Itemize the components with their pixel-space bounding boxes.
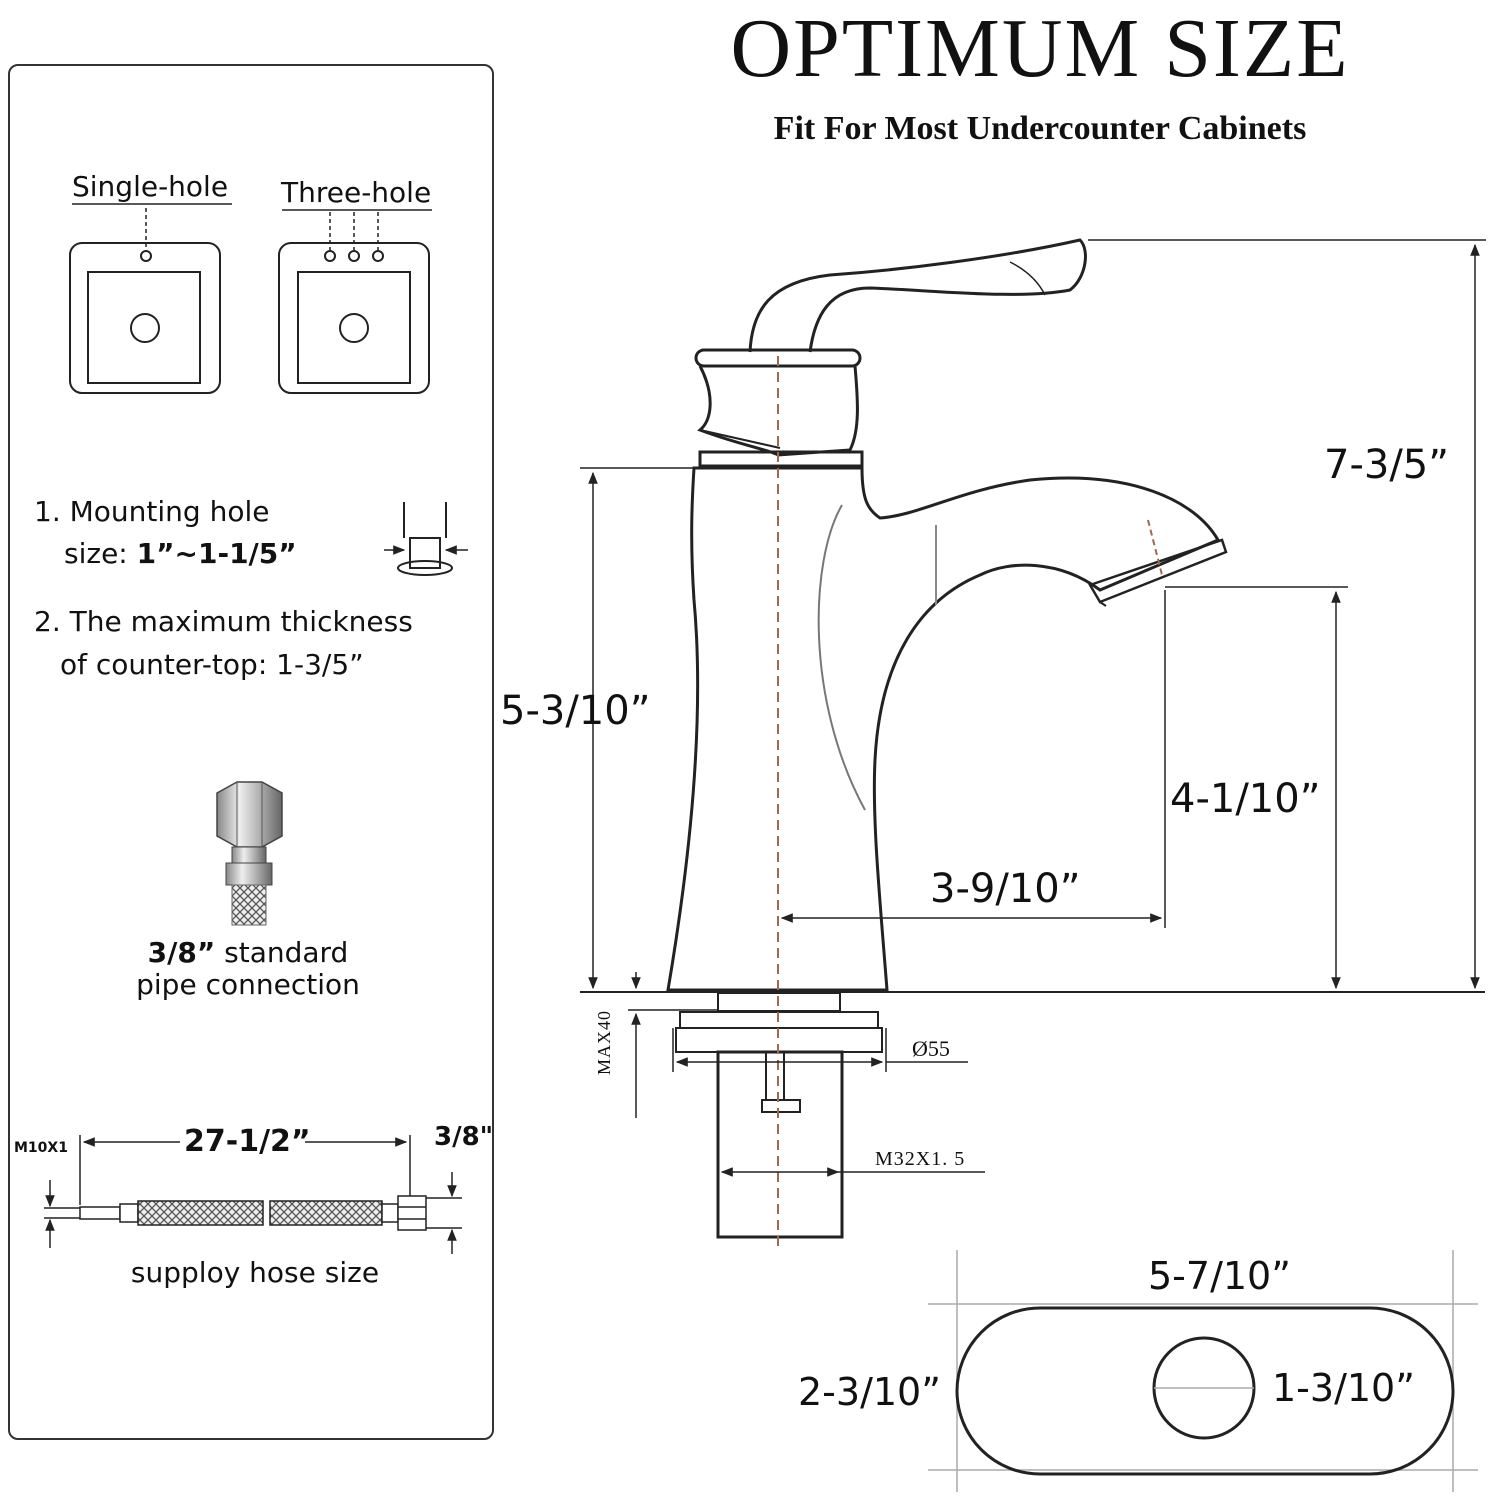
mounting-hole-icon xyxy=(384,502,468,576)
single-hole-sink-diagram xyxy=(69,203,232,394)
pipe-connector-icon xyxy=(216,781,283,926)
note-1-line-2: size: 1”~1-1/5” xyxy=(64,537,297,570)
deck-plate-diagram xyxy=(928,1250,1478,1492)
info-panel xyxy=(8,64,494,1440)
pipe-connection-line-2: pipe connection xyxy=(136,968,360,1001)
supply-hose-diagram xyxy=(44,1135,462,1254)
shank-thread-label: M32X1. 5 xyxy=(875,1148,966,1170)
single-hole-label: Single-hole xyxy=(72,170,229,203)
spout-reach-label: 3-9/10” xyxy=(930,866,1081,912)
hose-fitting-label: 3/8" xyxy=(434,1122,494,1152)
hose-length-label: 27-1/2” xyxy=(184,1124,311,1159)
three-hole-label: Three-hole xyxy=(281,176,432,209)
page-title: OPTIMUM SIZE xyxy=(730,2,1350,95)
body-height-label: 5-3/10” xyxy=(500,688,651,734)
base-diameter-label: Ø55 xyxy=(912,1036,950,1061)
plate-width-label: 2-3/10” xyxy=(798,1370,941,1414)
faucet-drawing xyxy=(580,238,1485,1239)
page-subtitle: Fit For Most Undercounter Cabinets xyxy=(773,110,1307,147)
pipe-connection-line-1: 3/8” standard xyxy=(147,936,349,969)
spout-height-label: 4-1/10” xyxy=(1170,776,1321,822)
dimension-lines xyxy=(580,239,1486,1177)
plate-hole-label: 1-3/10” xyxy=(1272,1366,1415,1410)
hose-caption: supploy hose size xyxy=(130,1256,380,1289)
max-thickness-label: MAX40 xyxy=(594,1009,614,1075)
mounting-hole-size: 1”~1-1/5” xyxy=(136,537,297,570)
plate-length-label: 5-7/10” xyxy=(1148,1254,1291,1298)
note-2-line-1: 2. The maximum thickness xyxy=(34,605,413,638)
note-2-line-2: of counter-top: 1-3/5” xyxy=(60,648,364,681)
hose-thread-label: M10X1 xyxy=(14,1140,68,1156)
total-height-label: 7-3/5” xyxy=(1324,442,1449,488)
three-hole-sink-diagram xyxy=(278,209,432,394)
note-1-line-1: 1. Mounting hole xyxy=(34,495,270,528)
